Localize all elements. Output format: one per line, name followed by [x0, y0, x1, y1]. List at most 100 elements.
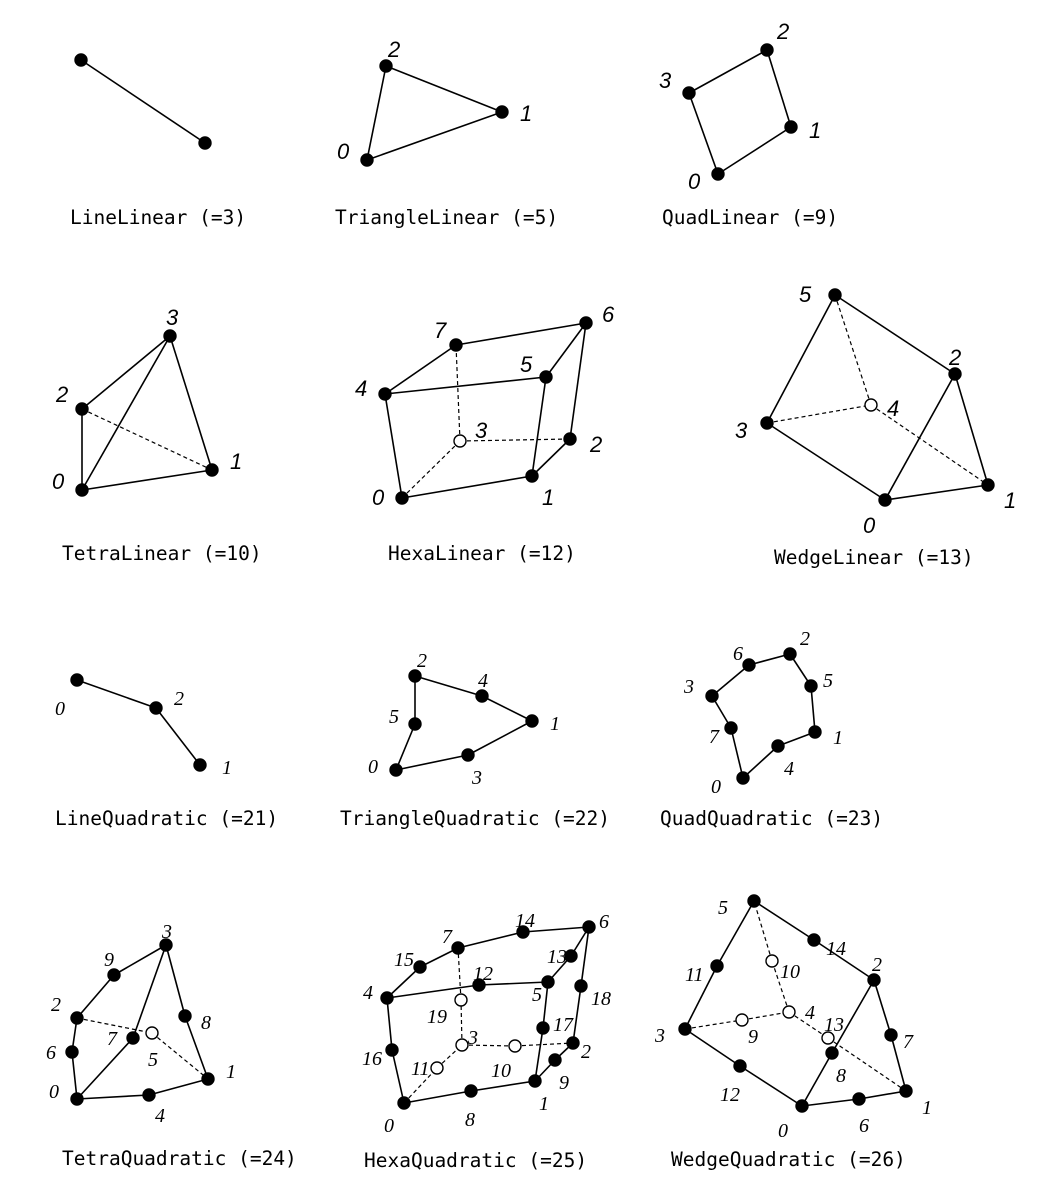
edge-0-4	[742, 745, 779, 779]
edge-2-0	[366, 65, 387, 161]
edge-3-0	[688, 92, 719, 175]
node-15	[413, 960, 427, 974]
node-label-7: 7	[903, 1031, 914, 1053]
node-10	[765, 954, 779, 968]
edge-0-16	[391, 1049, 405, 1104]
node-label-3: 3	[471, 767, 482, 789]
node-label-4: 4	[355, 376, 367, 401]
node-1	[201, 1072, 215, 1086]
node-0	[389, 763, 403, 777]
hidden-edge-3-19	[460, 999, 463, 1046]
node-label-5: 5	[799, 282, 812, 307]
node-0	[397, 1096, 411, 1110]
node-0	[360, 153, 374, 167]
edge-14-7	[457, 931, 524, 949]
node-3	[682, 86, 696, 100]
node-label-6: 6	[602, 302, 615, 327]
edge-6-1	[858, 1090, 907, 1100]
node-label-2: 2	[387, 37, 400, 62]
node-2	[408, 669, 422, 683]
node-label-1: 1	[542, 485, 554, 510]
edge-12-5	[478, 981, 549, 986]
node-label-8: 8	[836, 1065, 846, 1087]
node-label-7: 7	[434, 318, 447, 343]
edge-6-7	[455, 322, 587, 346]
hidden-edge-13-1	[827, 1037, 907, 1092]
node-label-2: 2	[55, 382, 68, 407]
node-label-9: 9	[748, 1026, 758, 1048]
edge-1-8	[184, 1015, 209, 1080]
edge-7-0	[730, 727, 744, 779]
node-label-0: 0	[384, 1115, 394, 1137]
edge-0-8	[403, 1090, 472, 1104]
node-label-15: 15	[394, 949, 414, 971]
node-label-3: 3	[467, 1027, 478, 1049]
node-0	[70, 1092, 84, 1106]
node-3	[705, 689, 719, 703]
node-label-7: 7	[107, 1028, 118, 1050]
node-4	[864, 398, 878, 412]
node-label-0: 0	[372, 485, 385, 510]
node-label-16: 16	[362, 1048, 382, 1070]
node-0	[75, 483, 89, 497]
node-label-1: 1	[833, 727, 843, 749]
node-2	[75, 402, 89, 416]
edge-15-4	[386, 966, 421, 999]
edge-0-3	[81, 335, 171, 491]
edge-1-7	[890, 1034, 907, 1092]
node-label-19: 19	[427, 1006, 447, 1028]
edge-7-15	[419, 947, 459, 968]
node-label-2: 2	[800, 628, 810, 650]
node-label-14: 14	[826, 938, 846, 960]
node-label-0: 0	[337, 139, 350, 164]
edge-0-7	[76, 1037, 134, 1100]
edge-2-6	[569, 322, 587, 440]
node-6	[582, 920, 596, 934]
edge-2-6	[748, 653, 791, 666]
node-label-6: 6	[599, 911, 609, 933]
node-label-1: 1	[1004, 488, 1016, 513]
node-label-6: 6	[733, 643, 743, 665]
node-label-1: 1	[922, 1097, 932, 1119]
node-label-9: 9	[104, 949, 114, 971]
node-8	[825, 1046, 839, 1060]
edge-0-1	[717, 126, 792, 175]
node-label-0: 0	[49, 1081, 59, 1103]
node-0	[395, 491, 409, 505]
node-7	[724, 721, 738, 735]
hidden-edge-10-2	[514, 1042, 574, 1047]
edge-9-3	[113, 944, 167, 976]
node-16	[385, 1043, 399, 1057]
node-4	[380, 991, 394, 1005]
edge-5-14	[753, 900, 815, 941]
quad-linear-caption: QuadLinear (=9)	[662, 206, 838, 229]
node-6	[65, 1045, 79, 1059]
edge-3-11	[684, 965, 718, 1030]
edge-0-1	[81, 469, 213, 491]
node-1	[495, 105, 509, 119]
edge-0-1	[80, 59, 206, 144]
node-label-2: 2	[948, 345, 961, 370]
node-label-8: 8	[465, 1109, 475, 1131]
node-label-4: 4	[784, 758, 794, 780]
node-label-12: 12	[473, 963, 493, 985]
node-7	[449, 338, 463, 352]
node-1	[193, 758, 207, 772]
node-label-7: 7	[442, 926, 453, 948]
node-label-5: 5	[520, 352, 533, 377]
node-3	[455, 1038, 469, 1052]
edge-5-6	[545, 322, 587, 378]
node-1	[528, 1074, 542, 1088]
node-6	[579, 316, 593, 330]
node-label-4: 4	[155, 1105, 165, 1127]
node-label-3: 3	[166, 305, 179, 330]
node-label-6: 6	[859, 1115, 869, 1137]
edge-7-4	[384, 344, 457, 395]
node-0	[74, 53, 88, 67]
